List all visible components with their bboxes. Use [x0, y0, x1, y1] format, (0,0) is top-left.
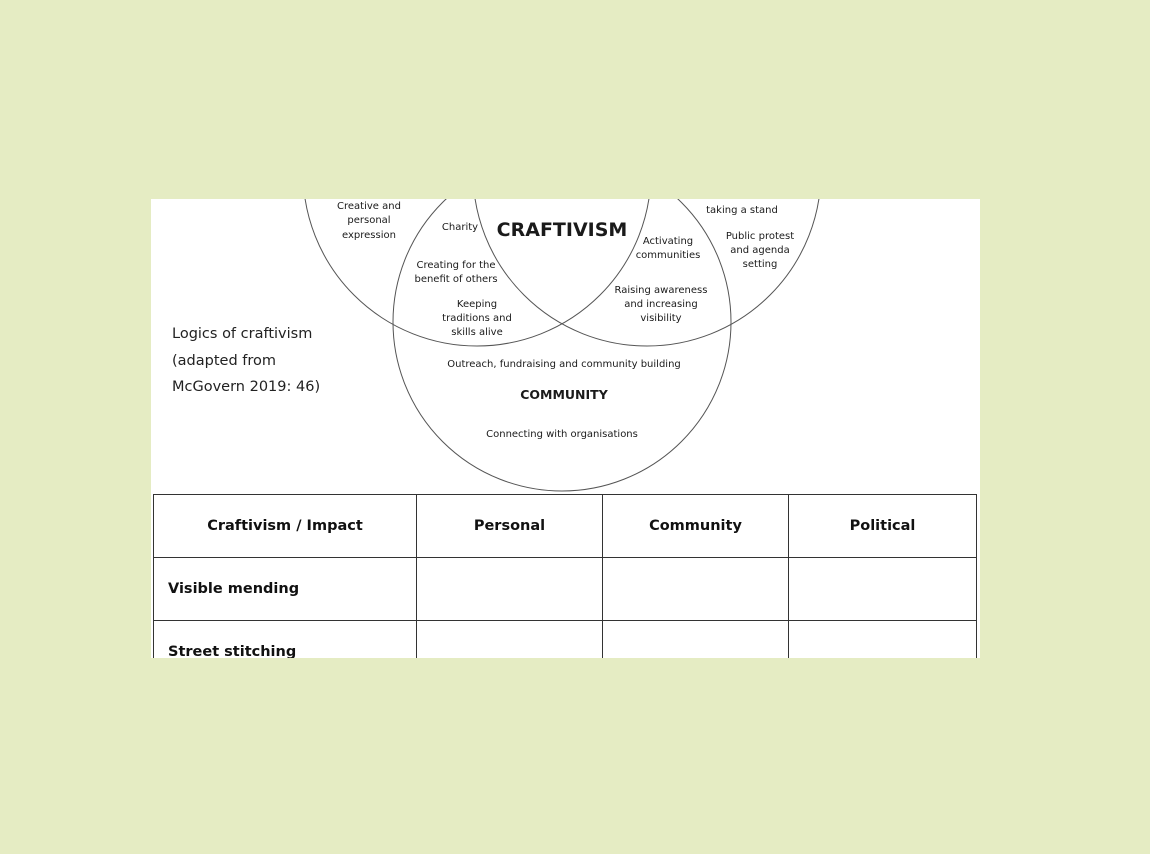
header-personal: Personal — [416, 494, 603, 558]
personal-circle — [304, 199, 650, 347]
charity-label: Charity — [442, 222, 478, 233]
benefit-of-others-label: Creating for the benefit of others — [414, 260, 497, 285]
connecting-organisations-label: Connecting with organisations — [486, 429, 638, 440]
table-cell[interactable] — [602, 620, 789, 658]
table-cell[interactable] — [416, 557, 603, 621]
svg-text:communities: communities — [636, 250, 701, 261]
political-circle — [474, 199, 820, 347]
svg-text:expression: expression — [342, 230, 396, 241]
community-title: COMMUNITY — [520, 387, 608, 402]
outreach-label: Outreach, fundraising and community buil… — [447, 359, 681, 370]
svg-text:Activating: Activating — [643, 236, 693, 247]
community-circle — [392, 199, 732, 492]
svg-text:Creating for the: Creating for the — [416, 260, 495, 271]
caption-line-3: McGovern 2019: 46) — [172, 379, 321, 395]
table-header-row: Craftivism / Impact Personal Community P… — [153, 494, 977, 558]
public-protest-label: Public protest and agenda setting — [726, 231, 794, 270]
header-craftivism-impact: Craftivism / Impact — [153, 494, 417, 558]
impact-table: Craftivism / Impact Personal Community P… — [153, 494, 977, 658]
venn-diagram: Creative and personal expression taking … — [304, 199, 820, 492]
svg-text:traditions and: traditions and — [442, 313, 512, 324]
craftivism-title: CRAFTIVISM — [497, 219, 628, 241]
svg-text:personal: personal — [347, 215, 390, 226]
svg-text:skills alive: skills alive — [451, 327, 502, 338]
figure-caption: Logics of craftivism (adapted from McGov… — [172, 321, 372, 401]
raising-awareness-label: Raising awareness and increasing visibil… — [615, 285, 708, 324]
caption-line-1: Logics of craftivism — [172, 326, 313, 342]
row-label-street-stitching: Street stitching — [153, 620, 417, 658]
header-community: Community — [602, 494, 789, 558]
svg-text:Creative and: Creative and — [337, 201, 401, 212]
table-cell[interactable] — [602, 557, 789, 621]
table-cell[interactable] — [416, 620, 603, 658]
table-cell[interactable] — [788, 557, 977, 621]
keeping-traditions-label: Keeping traditions and skills alive — [442, 299, 512, 338]
table-row: Visible mending — [153, 557, 977, 621]
svg-text:and increasing: and increasing — [624, 299, 697, 310]
row-label-visible-mending: Visible mending — [153, 557, 417, 621]
content-card: Logics of craftivism (adapted from McGov… — [151, 199, 980, 658]
svg-text:setting: setting — [743, 259, 778, 270]
table-cell[interactable] — [788, 620, 977, 658]
svg-text:Raising awareness: Raising awareness — [615, 285, 708, 296]
activating-communities-label: Activating communities — [636, 236, 701, 261]
header-political: Political — [788, 494, 977, 558]
svg-text:Public protest: Public protest — [726, 231, 794, 242]
personal-expression-label: Creative and personal expression — [337, 201, 401, 241]
svg-text:benefit of others: benefit of others — [414, 274, 497, 285]
svg-text:Keeping: Keeping — [457, 299, 497, 310]
svg-text:visibility: visibility — [640, 313, 681, 324]
table-row: Street stitching — [153, 620, 977, 658]
svg-text:and agenda: and agenda — [730, 245, 789, 256]
caption-line-2: (adapted from — [172, 352, 276, 369]
taking-a-stand-label: taking a stand — [706, 205, 778, 216]
